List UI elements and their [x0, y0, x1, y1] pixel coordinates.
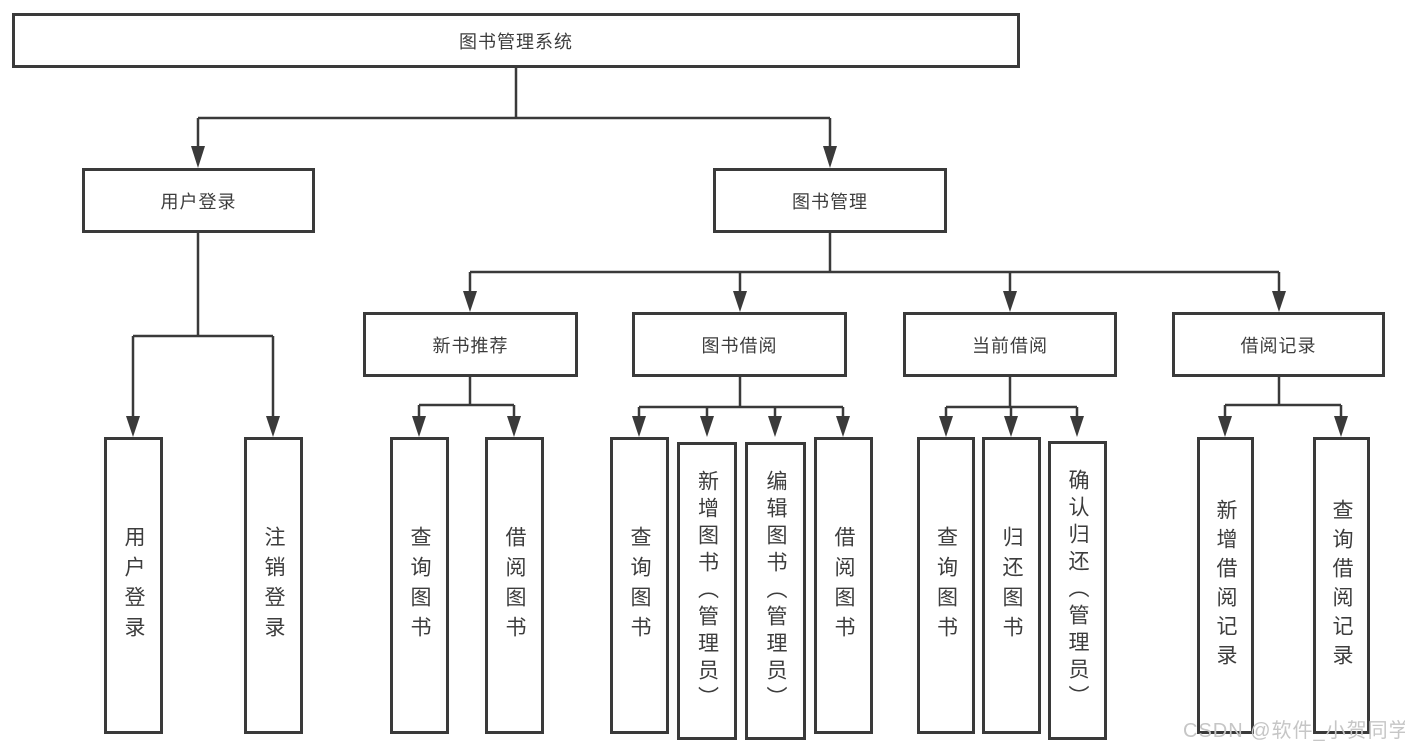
- leaf-add-borrow-record: 新增借阅记录: [1197, 437, 1254, 734]
- node-borrow-records: 借阅记录: [1172, 312, 1385, 377]
- node-book-management: 图书管理: [713, 168, 947, 233]
- leaf-query-books-2: 查询图书: [610, 437, 669, 734]
- connector-book-borrow: [637, 377, 845, 417]
- node-book-borrow: 图书借阅: [632, 312, 847, 377]
- leaf-return-book: 归还图书: [982, 437, 1041, 734]
- leaf-query-books-1: 查询图书: [390, 437, 449, 734]
- connector-borrow-records: [1223, 377, 1343, 417]
- leaf-query-borrow-record: 查询借阅记录: [1313, 437, 1370, 734]
- connector-book-management: [468, 233, 1281, 292]
- node-library-system: 图书管理系统: [12, 13, 1020, 68]
- leaf-borrow-books-2: 借阅图书: [814, 437, 873, 734]
- connector-current-borrow: [944, 377, 1079, 417]
- leaf-edit-book-admin: 编辑图书（管理员）: [745, 442, 806, 740]
- leaf-user-login: 用户登录: [104, 437, 163, 734]
- csdn-watermark: CSDN @软件_小贺同学: [1183, 720, 1405, 742]
- node-current-borrow: 当前借阅: [903, 312, 1117, 377]
- leaf-add-book-admin: 新增图书（管理员）: [677, 442, 737, 740]
- node-new-book-recommend: 新书推荐: [363, 312, 578, 377]
- connector-user-login: [131, 233, 275, 417]
- leaf-query-books-3: 查询图书: [917, 437, 975, 734]
- leaf-logout: 注销登录: [244, 437, 303, 734]
- connector-new-book-recommend: [417, 377, 516, 417]
- connector-root: [196, 68, 832, 147]
- leaf-confirm-return-admin: 确认归还（管理员）: [1048, 441, 1107, 740]
- node-user-login: 用户登录: [82, 168, 315, 233]
- leaf-borrow-books-1: 借阅图书: [485, 437, 544, 734]
